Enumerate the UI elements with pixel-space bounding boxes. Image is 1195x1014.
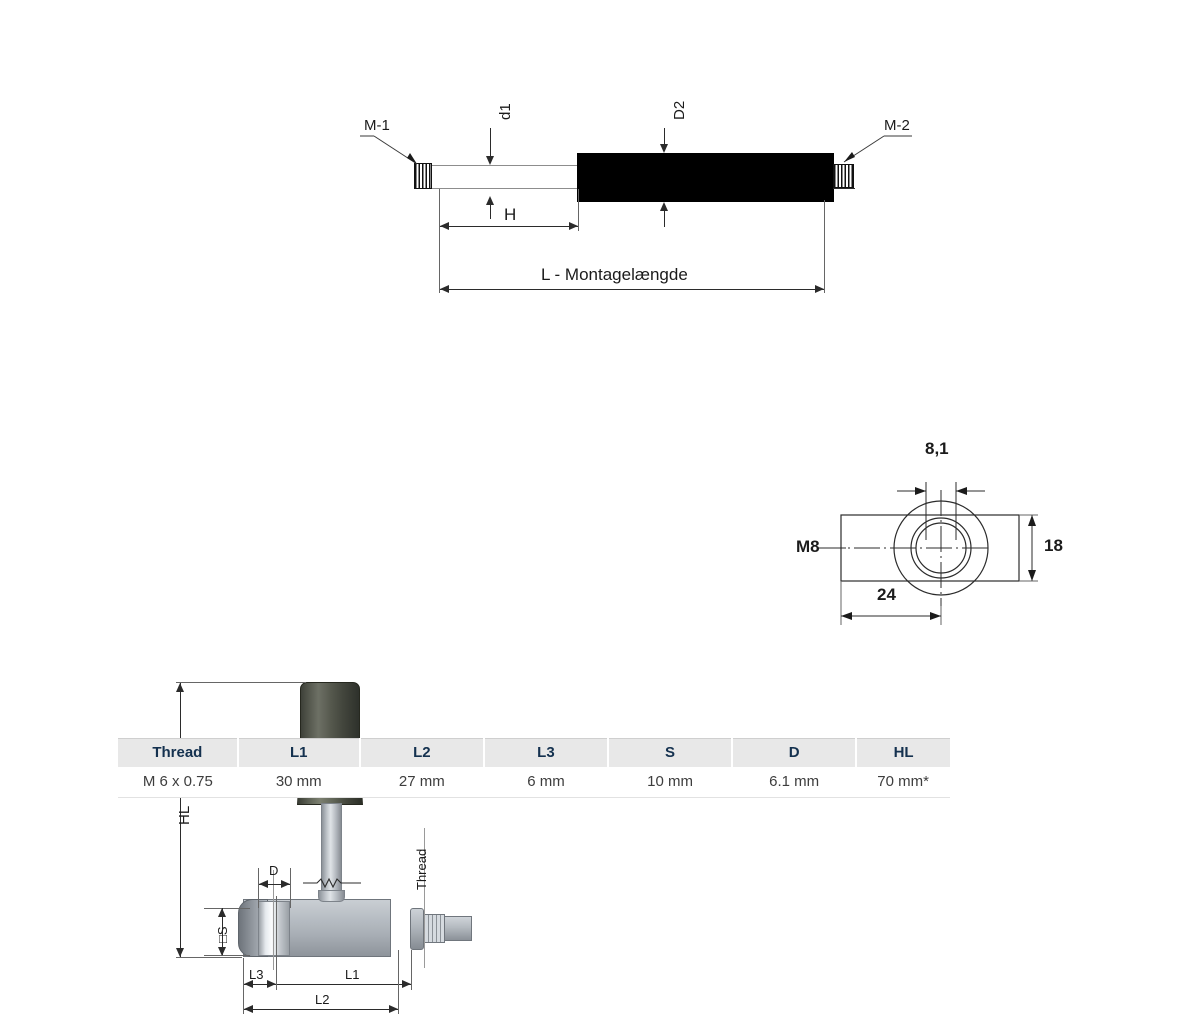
shaft-break-symbol xyxy=(303,875,363,889)
d-dimension-line xyxy=(259,884,290,885)
piston-rod xyxy=(429,165,579,189)
label-l-mounting-length: L - Montagelængde xyxy=(541,265,688,284)
table-header-row: Thread L1 L2 L3 S D HL xyxy=(118,738,950,767)
h-left-arrow xyxy=(440,222,449,230)
label-m1: M-1 xyxy=(364,117,390,134)
threaded-stub xyxy=(423,914,445,943)
label-m8-thread: M8 xyxy=(796,537,820,556)
l-right-arrow xyxy=(815,285,824,293)
l1-right-extension xyxy=(411,950,412,990)
l2-right-arrow xyxy=(389,1005,398,1013)
label-l2: L2 xyxy=(315,992,330,1007)
label-s: □S xyxy=(215,926,230,943)
thread-end-m2 xyxy=(833,164,854,188)
label-width-24: 24 xyxy=(877,585,896,604)
d2-upper-arrow xyxy=(660,144,668,153)
hl-bottom-extension xyxy=(176,957,242,958)
h-right-extension xyxy=(578,189,579,231)
cell-s: 10 mm xyxy=(607,767,733,798)
cell-thread: M 6 x 0.75 xyxy=(118,767,238,798)
s-lower-arrow xyxy=(218,947,226,956)
d1-lower-arrow xyxy=(486,196,494,205)
col-header-hl: HL xyxy=(856,738,950,767)
s-upper-extension xyxy=(204,908,250,909)
label-l1: L1 xyxy=(345,967,360,982)
cylinder-body xyxy=(577,153,834,202)
hl-bottom-arrow xyxy=(176,948,184,957)
release-lever-assembly-view: HL □S D Thread L3 L1 xyxy=(0,330,520,1014)
hl-top-arrow xyxy=(176,683,184,692)
cell-l1: 30 mm xyxy=(237,767,360,798)
bore-centre-line xyxy=(273,870,274,970)
l3-left-arrow xyxy=(244,980,253,988)
label-l3: L3 xyxy=(249,967,264,982)
d1-upper-line xyxy=(490,128,491,156)
release-knob-upper xyxy=(300,682,360,745)
cell-l2: 27 mm xyxy=(359,767,484,798)
bracket-end-view: 8,1 18 24 M8 xyxy=(760,420,1090,650)
label-bore-diameter: 8,1 xyxy=(925,439,949,458)
cell-d: 6.1 mm xyxy=(732,767,857,798)
l1-right-arrow xyxy=(402,980,411,988)
thread-end-m1 xyxy=(414,163,432,189)
l2-left-arrow xyxy=(244,1005,253,1013)
m2-leader-line xyxy=(834,128,914,173)
col-header-l2: L2 xyxy=(359,738,485,767)
h-dimension-line xyxy=(440,226,578,227)
col-header-thread: Thread xyxy=(118,738,239,767)
hex-nut xyxy=(410,908,424,950)
d2-upper-line xyxy=(664,128,665,144)
col-header-d: D xyxy=(732,738,858,767)
spec-table: Thread L1 L2 L3 S D HL M 6 x 0.75 30 mm … xyxy=(118,738,950,798)
h-right-arrow xyxy=(569,222,578,230)
l-dimension-line xyxy=(440,289,824,290)
col-header-s: S xyxy=(607,738,734,767)
label-d: D xyxy=(269,863,279,878)
hl-dimension-line xyxy=(180,683,181,957)
label-h: H xyxy=(504,205,517,224)
l3-right-arrow xyxy=(267,980,276,988)
label-height-18: 18 xyxy=(1044,536,1063,555)
l2-right-extension xyxy=(398,950,399,1014)
gas-spring-side-view: M-1 M-2 d1 D2 xyxy=(0,0,1195,320)
cell-l3: 6 mm xyxy=(483,767,608,798)
label-d1: d1 xyxy=(497,103,514,120)
s-lower-extension xyxy=(204,955,250,956)
s-upper-arrow xyxy=(218,908,226,917)
label-m2: M-2 xyxy=(884,117,910,134)
hl-top-extension xyxy=(176,682,306,683)
d1-upper-arrow xyxy=(486,156,494,165)
body-bore-bushing xyxy=(258,901,290,956)
m1-leader-line xyxy=(360,128,430,173)
d-right-extension xyxy=(290,868,291,908)
d-left-extension xyxy=(258,868,259,908)
label-hl: HL xyxy=(176,805,193,825)
l-right-extension xyxy=(824,200,825,293)
l1-dimension-line xyxy=(277,984,411,985)
d2-lower-arrow xyxy=(660,202,668,211)
d1-lower-line xyxy=(490,205,491,219)
d-left-arrow xyxy=(259,880,268,888)
knob-base-collar xyxy=(318,890,345,902)
table-row: M 6 x 0.75 30 mm 27 mm 6 mm 10 mm 6.1 mm… xyxy=(118,767,950,798)
l-left-arrow xyxy=(440,285,449,293)
label-thread: Thread xyxy=(414,848,429,890)
col-header-l1: L1 xyxy=(237,738,361,767)
stub-plain-shank xyxy=(444,916,472,941)
cell-hl: 70 mm* xyxy=(856,767,950,798)
col-header-l3: L3 xyxy=(483,738,609,767)
l2-dimension-line xyxy=(244,1009,398,1010)
d2-lower-line xyxy=(664,211,665,227)
spec-table-wrap: Thread L1 L2 L3 S D HL M 6 x 0.75 30 mm … xyxy=(118,738,950,798)
l-left-extension xyxy=(439,189,440,293)
m2-thread-underline xyxy=(833,188,855,189)
d-right-arrow xyxy=(281,880,290,888)
l3-right-extension xyxy=(276,896,277,990)
label-d2: D2 xyxy=(671,100,688,120)
